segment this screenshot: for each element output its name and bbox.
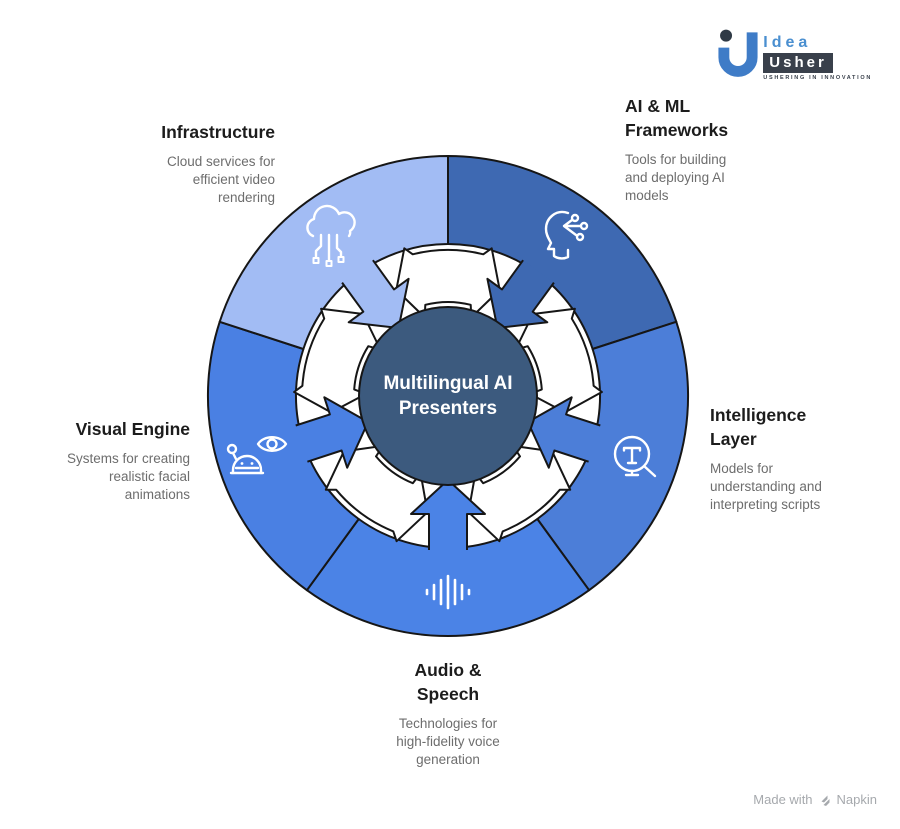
visual-title: Visual Engine xyxy=(75,419,190,439)
visual-description: Systems for creating realistic facial an… xyxy=(66,451,190,502)
idea-usher-logo: Idea Usher USHERING IN INNOVATION xyxy=(716,28,872,81)
waveform-icon xyxy=(425,574,471,610)
cloud-circuit-icon xyxy=(306,204,356,267)
segment-infrastructure xyxy=(218,155,449,350)
idea-usher-mark xyxy=(718,29,758,77)
logo-idea-label: Idea xyxy=(763,34,812,51)
label-infrastructure: Infrastructure Cloud services for effici… xyxy=(45,120,275,207)
segment-intelligence-layer xyxy=(536,320,690,592)
label-audio-speech: Audio & Speech Technologies for high-fid… xyxy=(338,658,558,769)
logo-tagline: USHERING IN INNOVATION xyxy=(763,75,872,81)
infrastructure-title: Infrastructure xyxy=(161,122,275,142)
infrastructure-description: Cloud services for efficient video rende… xyxy=(166,154,275,205)
audio-description: Technologies for high-fidelity voice gen… xyxy=(396,716,500,767)
center-title: Multilingual AI Presenters xyxy=(383,373,513,419)
label-visual-engine: Visual Engine Systems for creating reali… xyxy=(0,417,190,504)
intelligence-description: Models for understanding and interpretin… xyxy=(710,461,822,512)
label-ai-ml-frameworks: AI & ML Frameworks Tools for building an… xyxy=(625,94,795,205)
segment-visual-engine xyxy=(206,320,360,592)
inward-arrows xyxy=(295,259,601,550)
audio-title: Audio & Speech xyxy=(414,660,482,704)
text-search-icon xyxy=(613,435,657,478)
logo-usher-label: Usher xyxy=(763,53,833,73)
eye-robot-icon xyxy=(226,436,288,475)
made-with-text: Made with xyxy=(753,792,813,807)
ai-ml-description: Tools for building and deploying AI mode… xyxy=(625,152,727,203)
logo-text: Idea Usher USHERING IN INNOVATION xyxy=(763,34,872,81)
ai-head-network-icon xyxy=(544,210,589,260)
napkin-brand-text: Napkin xyxy=(836,792,877,807)
center-circle xyxy=(358,306,538,486)
napkin-icon xyxy=(821,795,830,806)
ai-ml-title: AI & ML Frameworks xyxy=(625,96,729,140)
label-intelligence-layer: Intelligence Layer Models for understand… xyxy=(710,403,890,514)
made-with-napkin: Made with Napkin xyxy=(753,792,877,807)
segment-ai-ml-frameworks xyxy=(447,155,678,350)
intelligence-title: Intelligence Layer xyxy=(710,405,807,449)
